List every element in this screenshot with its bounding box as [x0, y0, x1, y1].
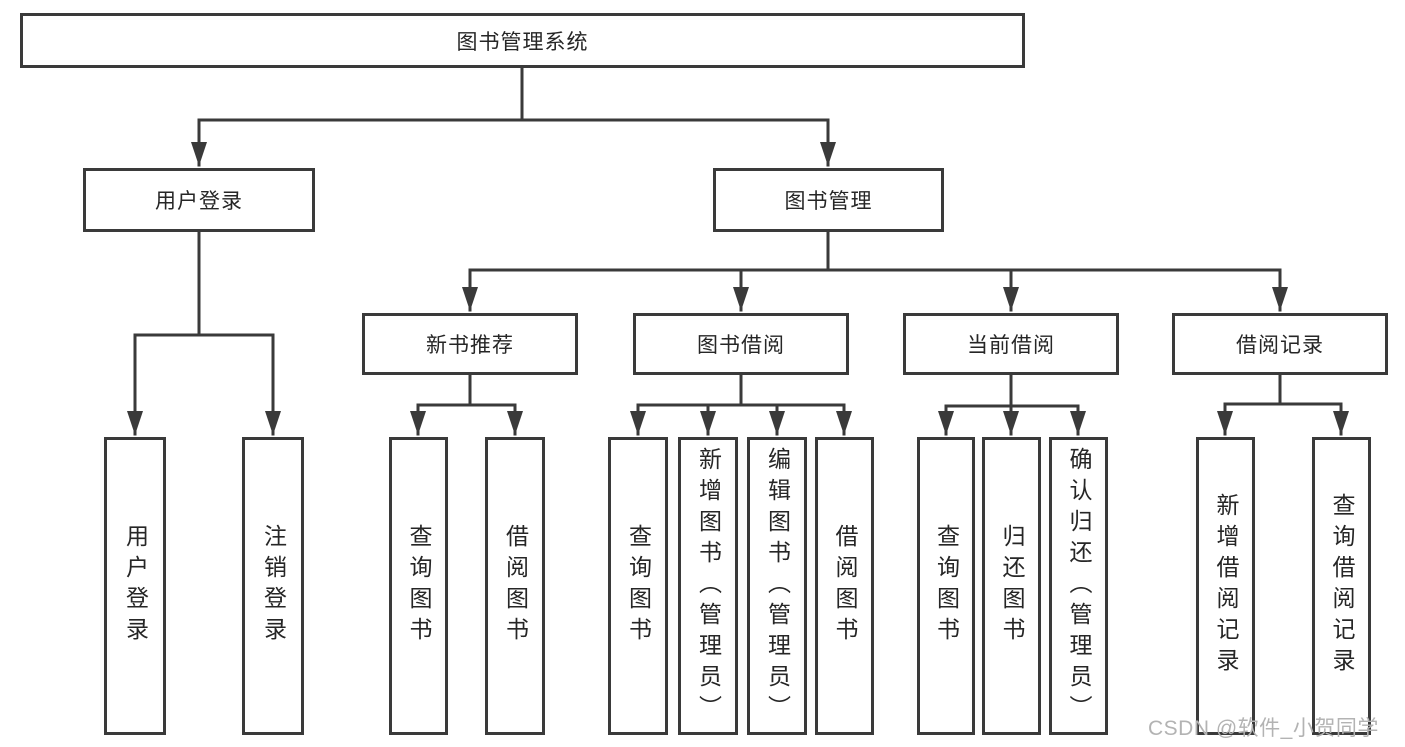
node-current-borrow: 当前借阅 — [903, 313, 1119, 375]
node-label: 新增借阅记录 — [1213, 493, 1239, 679]
node-label: 归还图书 — [999, 524, 1025, 648]
node-label: 借阅记录 — [1236, 334, 1324, 357]
node-root: 图书管理系统 — [20, 13, 1025, 68]
leaf-logout: 注销登录 — [242, 437, 304, 735]
leaf-record-query: 查询借阅记录 — [1312, 437, 1371, 735]
node-label: 图书借阅 — [697, 334, 785, 357]
node-book-borrow: 图书借阅 — [633, 313, 849, 375]
node-label: 注销登录 — [260, 524, 287, 648]
node-label: 借阅图书 — [832, 524, 858, 648]
node-book-mgmt: 图书管理 — [713, 168, 944, 232]
csdn-watermark: CSDN @软件_小贺同学 — [1148, 717, 1379, 740]
leaf-bookborrow-edit-admin: 编辑图书（管理员） — [747, 437, 807, 735]
node-label: 图书管理 — [784, 190, 873, 213]
leaf-newbook-query: 查询图书 — [389, 437, 448, 735]
node-user-login: 用户登录 — [83, 168, 315, 232]
node-label: 编辑图书（管理员） — [764, 446, 791, 726]
node-label: 查询图书 — [933, 524, 960, 648]
node-label: 当前借阅 — [967, 334, 1055, 357]
leaf-newbook-borrow: 借阅图书 — [485, 437, 545, 735]
leaf-bookborrow-query: 查询图书 — [608, 437, 668, 735]
node-label: 图书管理系统 — [456, 30, 589, 54]
node-borrow-record: 借阅记录 — [1172, 313, 1388, 375]
node-label: 借阅图书 — [502, 524, 529, 648]
leaf-record-add: 新增借阅记录 — [1196, 437, 1255, 735]
node-label: 查询借阅记录 — [1329, 493, 1355, 679]
leaf-current-return: 归还图书 — [982, 437, 1041, 735]
node-label: 用户登录 — [122, 524, 149, 648]
node-label: 新书推荐 — [426, 334, 514, 357]
leaf-current-query: 查询图书 — [917, 437, 975, 735]
node-new-book-rec: 新书推荐 — [362, 313, 578, 375]
node-label: 查询图书 — [406, 524, 432, 648]
leaf-bookborrow-add-admin: 新增图书（管理员） — [678, 437, 738, 735]
leaf-user-login: 用户登录 — [104, 437, 166, 735]
node-label: 新增图书（管理员） — [695, 446, 722, 726]
node-label: 查询图书 — [625, 524, 652, 648]
node-label: 用户登录 — [155, 190, 243, 213]
leaf-current-confirm-admin: 确认归还（管理员） — [1049, 437, 1108, 735]
leaf-bookborrow-borrow: 借阅图书 — [815, 437, 874, 735]
node-label: 确认归还（管理员） — [1066, 446, 1092, 726]
